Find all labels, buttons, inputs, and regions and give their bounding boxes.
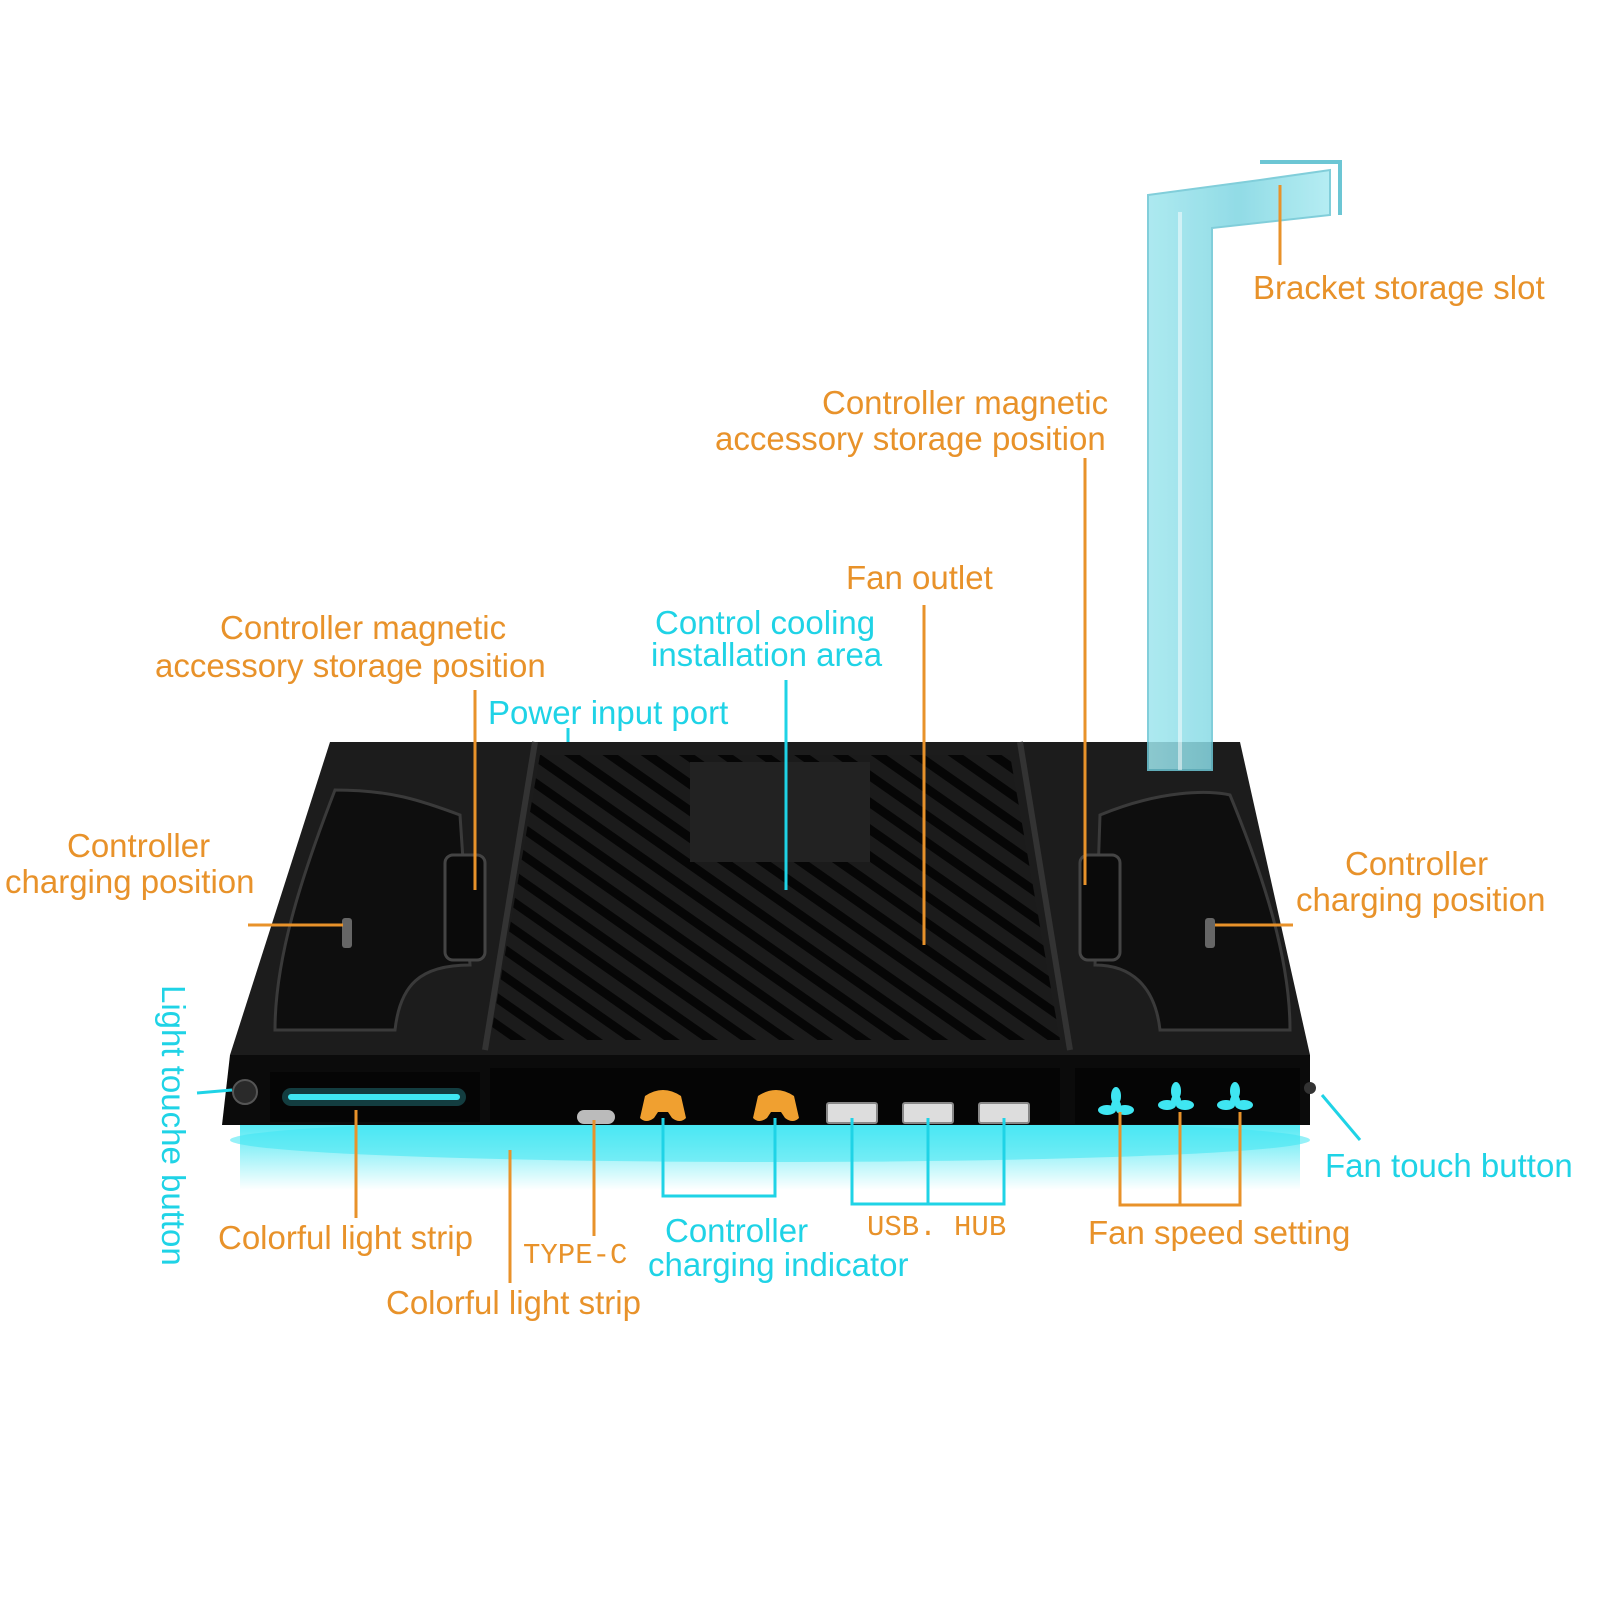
label-cooling-line1: Control cooling [655,604,876,641]
right-charging-contact [1205,918,1215,948]
label-fan-outlet: Fan outlet [846,559,993,596]
label-cooling-line2: installation area [651,636,883,673]
front-port-panel [490,1068,1060,1124]
label-indicator-line2: charging indicator [648,1246,909,1283]
label-charging-left-line2: charging position [5,863,255,900]
fan-icon[interactable] [1158,1082,1194,1110]
label-magnetic-right-line2: accessory storage position [715,420,1106,457]
gamepad-icon [640,1090,686,1121]
label-magnetic-right-line1: Controller magnetic [822,384,1109,421]
cooling-grille [490,755,1060,1040]
label-power-input-port: Power input port [488,694,729,731]
label-bracket-storage-slot: Bracket storage slot [1253,269,1545,306]
left-charging-contact [342,918,352,948]
label-charging-right-line1: Controller [1345,845,1489,882]
left-light-strip [232,1072,480,1122]
label-type-c: TYPE-C [523,1239,628,1272]
headset-bracket [1147,160,1342,771]
fan-touch-button[interactable] [1304,1082,1316,1094]
right-controller-cradle [1078,790,1292,1032]
label-magnetic-left-line1: Controller magnetic [220,609,507,646]
label-charging-left-line1: Controller [67,827,211,864]
label-light-touch-button: Light touche button [155,985,192,1266]
usb-c-port-icon[interactable] [577,1110,615,1124]
cooling-install-pad [690,762,870,862]
label-fan-speed-setting: Fan speed setting [1088,1214,1351,1251]
label-magnetic-left-line2: accessory storage position [155,647,546,684]
cyan-leader-lines [196,680,1362,1206]
dock-body [222,741,1310,1125]
underglow [230,1118,1310,1190]
fan-icon[interactable] [1217,1082,1253,1110]
label-usb-hub: USB. HUB [867,1211,1007,1244]
light-touch-button[interactable] [232,1079,258,1105]
left-magnetic-slot [443,853,487,962]
label-indicator-line1: Controller [665,1212,809,1249]
orange-leader-lines [248,185,1293,1283]
fan-panel [1075,1068,1316,1124]
label-fan-touch-button: Fan touch button [1325,1147,1573,1184]
label-colorful-strip-1: Colorful light strip [218,1219,473,1256]
label-colorful-strip-2: Colorful light strip [386,1284,641,1321]
fan-icon[interactable] [1098,1087,1134,1115]
gamepad-icon [753,1090,799,1121]
right-magnetic-slot [1078,853,1122,962]
label-charging-right-line2: charging position [1296,881,1546,918]
